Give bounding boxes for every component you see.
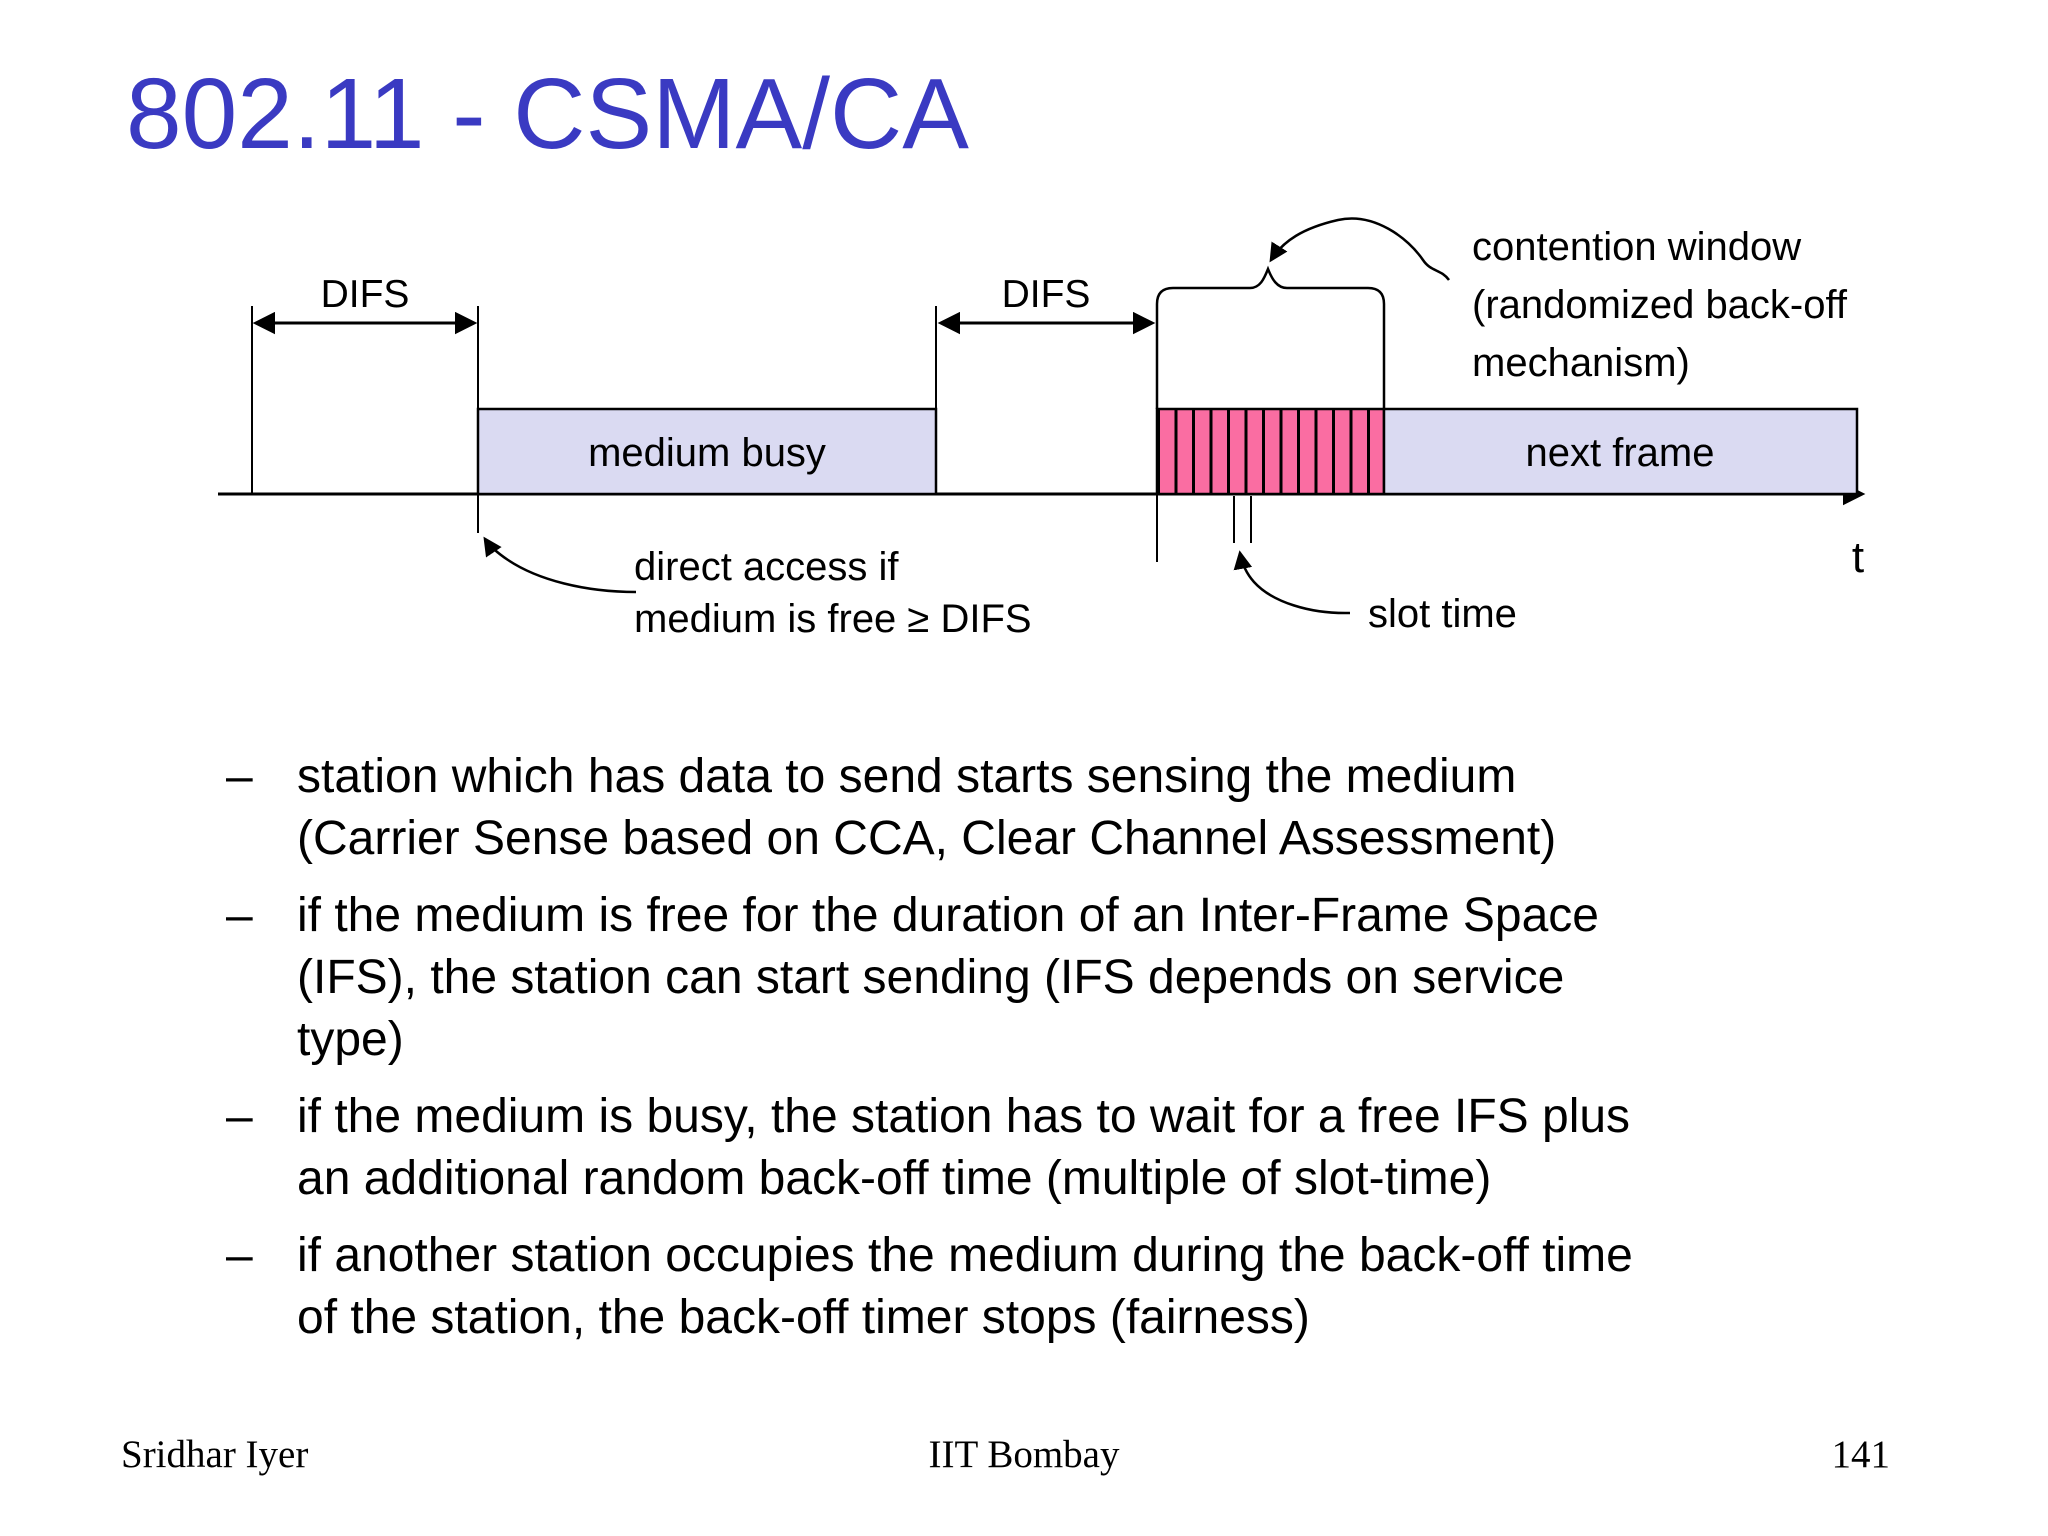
slot-time-label: slot time	[1368, 592, 1517, 636]
footer-page-number: 141	[1831, 1433, 1891, 1476]
bullet-text: if the medium is busy, the station has t…	[297, 1090, 1631, 1205]
csma-ca-timing-diagram: DIFS DIFS medium busy next frame content…	[218, 217, 1866, 641]
contention-label-line3: mechanism)	[1472, 341, 1690, 385]
contention-label-line2: (randomized back-off	[1472, 283, 1848, 327]
bullet-item: – if the medium is free for the duration…	[222, 885, 1802, 1071]
footer-author: Sridhar Iyer	[121, 1433, 309, 1476]
slide-title: 802.11 - CSMA/CA	[126, 58, 969, 170]
direct-access-line2: medium is free ≥ DIFS	[634, 597, 1032, 641]
contention-window-bracket	[1155, 265, 1386, 409]
bullet-dash: –	[226, 1090, 253, 1143]
next-frame-label: next frame	[1526, 431, 1715, 475]
slide-footer: Sridhar Iyer IIT Bombay 141	[0, 1432, 2048, 1492]
next-frame-box	[1382, 407, 1859, 496]
medium-busy-label: medium busy	[588, 431, 826, 475]
contention-label-line1: contention window	[1472, 225, 1801, 269]
contention-pointer-arrow	[1269, 217, 1451, 281]
medium-busy-box	[476, 407, 938, 496]
bullet-item: – if the medium is busy, the station has…	[222, 1086, 1802, 1210]
bullet-text: if the medium is free for the duration o…	[297, 889, 1599, 1066]
bullet-item: – station which has data to send starts …	[222, 746, 1802, 870]
bullet-dash: –	[226, 889, 253, 942]
contention-window-slots	[1155, 407, 1386, 496]
bullet-text: if another station occupies the medium d…	[297, 1229, 1633, 1344]
direct-access-arrow	[483, 536, 637, 594]
footer-institution: IIT Bombay	[928, 1433, 1120, 1476]
bullet-dash: –	[226, 1229, 253, 1282]
bullet-dash: –	[226, 750, 253, 803]
direct-access-line1: direct access if	[634, 545, 899, 589]
bullet-text: station which has data to send starts se…	[297, 750, 1557, 865]
bullet-item: – if another station occupies the medium…	[222, 1225, 1802, 1349]
difs2-label: DIFS	[1002, 273, 1091, 316]
bullet-list: – station which has data to send starts …	[222, 746, 1802, 1364]
time-axis-label: t	[1852, 533, 1864, 582]
difs1-label: DIFS	[321, 273, 410, 316]
slot-time-arrow	[1233, 550, 1351, 615]
